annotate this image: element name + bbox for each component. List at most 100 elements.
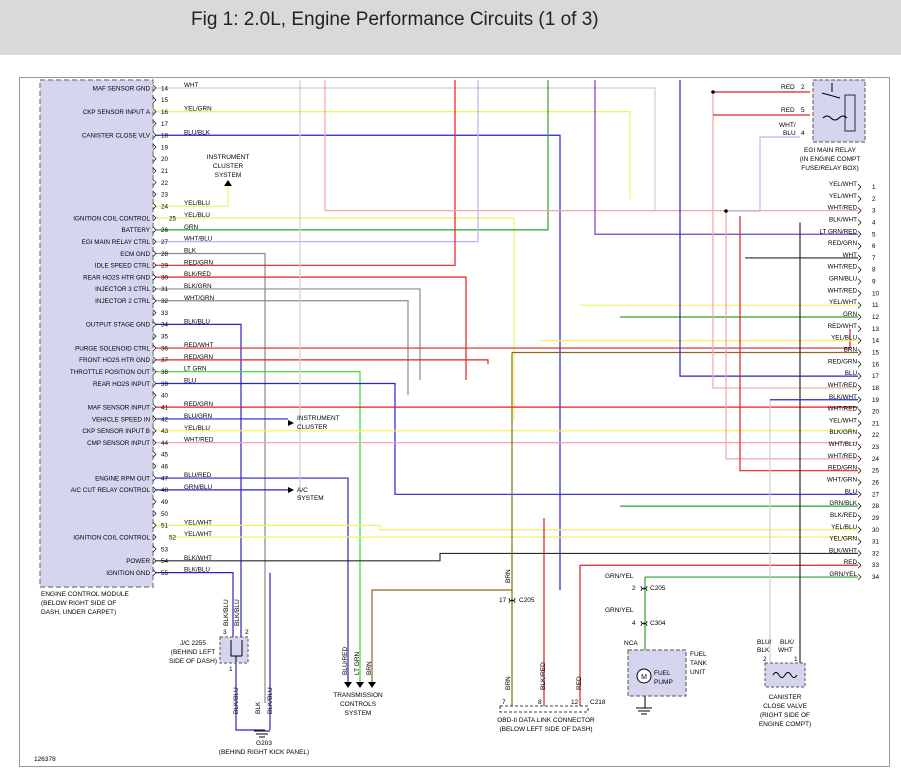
ecm-wire-color: YEL/BLU <box>184 212 210 219</box>
pin-terminal-icon <box>857 573 862 581</box>
right-pin-number: 25 <box>872 468 880 475</box>
ecm-pin-number: 40 <box>161 393 169 400</box>
wire <box>156 87 656 211</box>
jc2255-name-3: SIDE OF DASH) <box>169 658 217 665</box>
wire <box>156 111 631 199</box>
diagram-id: 126378 <box>34 756 56 763</box>
arrow-right-icon <box>288 420 294 426</box>
ecm-pin-number: 24 <box>161 204 169 211</box>
right-wire-color: YEL/BLU <box>831 335 857 342</box>
fuel-nca: NCA <box>624 640 638 647</box>
ecm-pin-number: 43 <box>161 428 169 435</box>
right-wire-color: RED/GRN <box>828 358 857 365</box>
right-wire-color: YEL/WHT <box>829 181 857 188</box>
jc2255-body <box>219 636 249 664</box>
ecm-pin-number: 31 <box>161 286 169 293</box>
right-wire-color: RED/WHT <box>828 323 858 330</box>
pin-terminal-icon <box>152 96 157 104</box>
relay-pin-1: 2 <box>801 84 805 91</box>
jc2255-pin-2: 2 <box>245 629 249 636</box>
wire <box>324 80 858 212</box>
right-wire-color: WHT <box>843 252 857 259</box>
ecm-pin-number: 37 <box>161 357 169 364</box>
ecm-pin-number: 34 <box>161 322 169 329</box>
pin-terminal-icon <box>152 155 157 163</box>
pin-terminal-icon <box>152 167 157 174</box>
right-wire-color: WHT/RED <box>828 382 858 389</box>
right-wire-color: YEL/WHT <box>829 417 857 424</box>
ecm-wire-color: RED/GRN <box>184 354 213 361</box>
pin-terminal-icon <box>857 301 862 309</box>
right-pin-number: 4 <box>872 219 876 226</box>
ecm-pin-number: 50 <box>161 511 169 518</box>
ecm-pin-number: 36 <box>161 345 169 352</box>
relay-name-2: (IN ENGINE COMPT <box>800 156 861 163</box>
right-wire-color: WHT/RED <box>828 205 858 212</box>
ecm-pin-label: PURGE SOLENOID CTRL <box>75 345 150 352</box>
instrument-cluster-system-label-1: INSTRUMENT <box>207 154 250 161</box>
ecm-pin-number: 17 <box>161 121 169 128</box>
pin-terminal-icon <box>857 420 862 427</box>
ecm-wire-color: BLK <box>184 247 197 254</box>
pin-terminal-icon <box>857 384 862 392</box>
right-wire-color: WHT/RED <box>828 264 858 271</box>
ac-system-label-2: SYSTEM <box>297 495 324 502</box>
jc2255-name-2: (BEHIND LEFT <box>171 649 215 656</box>
pin-terminal-icon <box>857 502 862 510</box>
pin-terminal-icon <box>152 427 157 435</box>
right-wire-color: GRN/BLK <box>829 500 857 507</box>
solenoid-coil-icon <box>772 672 798 678</box>
wire <box>156 276 467 380</box>
ecm-pin-number: 45 <box>161 452 169 459</box>
ecm-wire-color: BLK/GRN <box>184 283 212 290</box>
wire <box>725 211 858 460</box>
tcs-wire-1: BLU/RED <box>342 647 349 675</box>
ecm-pin-number: 14 <box>161 85 169 92</box>
ecm-pin-number: 55 <box>161 570 169 577</box>
ecm-wire-color: BLU <box>184 378 197 385</box>
ecm-pin-label: BATTERY <box>122 227 151 234</box>
obd-name-2: (BELOW LEFT SIDE OF DASH) <box>499 726 592 733</box>
right-pin-number: 22 <box>872 432 880 439</box>
relay-wire-3a: WHT/ <box>779 122 796 129</box>
arrow-down-icon <box>356 682 364 688</box>
ecm-pin-label: MAF SENSOR GND <box>93 85 151 92</box>
ecm-wire-color: GRN <box>184 224 198 231</box>
ecm-location-2: DASH, UNDER CARPET) <box>41 609 116 616</box>
right-wire-color: WHT/RED <box>828 287 858 294</box>
pin-terminal-icon <box>857 514 862 522</box>
ecm-location-1: (BELOW RIGHT SIDE OF <box>41 600 116 607</box>
obd-wire-3: RED <box>576 676 583 690</box>
ecm-pin-number: 27 <box>161 239 169 246</box>
c205-wire-bottom: BRN <box>505 676 512 690</box>
pin-terminal-icon <box>857 396 862 404</box>
pin-terminal-icon <box>857 361 862 368</box>
canister-wire-1a: BLU/ <box>757 639 772 646</box>
right-wire-color: BLU <box>845 488 858 495</box>
right-pin-number: 16 <box>872 361 880 368</box>
pin-terminal-icon <box>857 408 862 415</box>
right-wire-color: YEL/GRN <box>829 536 857 543</box>
pin-terminal-icon <box>152 262 157 269</box>
relay-contact-icon <box>821 83 841 99</box>
g203-wire-2: BLK <box>255 701 262 714</box>
wire <box>156 300 409 395</box>
right-pin-number: 11 <box>872 302 879 309</box>
ecm-pin-label: IDLE SPEED CTRL <box>95 263 151 270</box>
right-wire-color: GRN <box>843 311 857 318</box>
egi-relay-body <box>812 79 866 143</box>
pin-terminal-icon <box>152 321 157 328</box>
ecm-pin-number: 19 <box>161 144 169 151</box>
ecm-pin-label: REAR HO2S HTR GND <box>83 274 150 281</box>
ecm-pin-number: 53 <box>161 546 169 553</box>
pin-terminal-icon <box>152 474 157 482</box>
pin-terminal-icon <box>152 202 157 210</box>
wire <box>156 524 858 531</box>
ecm-pin-label: MAF SENSOR INPUT <box>88 404 150 411</box>
canister-pin-1: 2 <box>763 656 767 663</box>
g203-location: (BEHIND RIGHT KICK PANEL) <box>219 749 309 756</box>
wire <box>156 288 421 380</box>
junction-dot <box>711 90 715 94</box>
right-wire-color: BLU <box>845 370 858 377</box>
arrow-right-icon <box>288 487 294 493</box>
